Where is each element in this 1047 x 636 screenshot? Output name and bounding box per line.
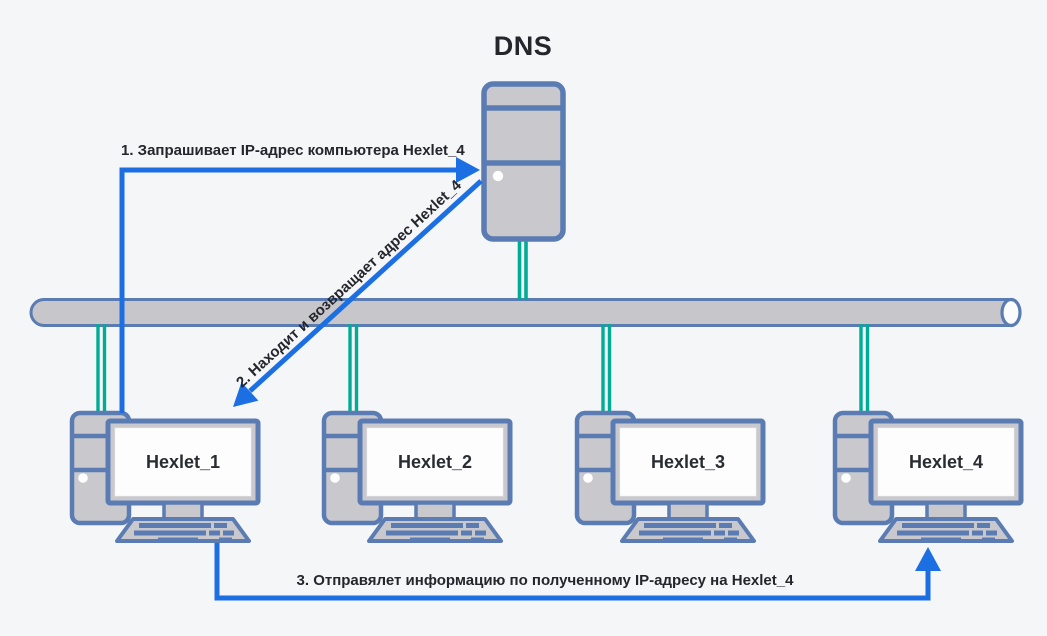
arrowhead-right-icon [456, 157, 480, 183]
arrowhead-down-left-icon [233, 382, 259, 407]
power-led-icon [841, 473, 851, 483]
arrow-step-3 [214, 543, 941, 601]
computer-label-hexlet-3: Hexlet_3 [650, 452, 726, 472]
keyboard-icon [878, 517, 1014, 543]
bus-pipe-body [29, 298, 1013, 327]
computer-hexlet-3 [574, 324, 766, 543]
keyboard-icon [367, 517, 503, 543]
cable [348, 324, 359, 414]
keyboard-icon [620, 517, 756, 543]
monitor-icon [868, 418, 1024, 506]
arrow-step-2 [233, 179, 483, 407]
power-led-icon [492, 170, 504, 182]
cable [859, 324, 870, 414]
power-led-icon [78, 473, 88, 483]
computer-label-hexlet-4: Hexlet_4 [908, 452, 984, 472]
dns-server-icon [481, 81, 566, 242]
computer-hexlet-1 [69, 324, 261, 543]
computer-hexlet-2 [321, 324, 513, 543]
computer-label-hexlet-2: Hexlet_2 [397, 452, 473, 472]
network-bus-pipe [29, 297, 1022, 328]
step-3-label: 3. Отправялет информацию по полученному … [296, 572, 794, 589]
arrow-step-1 [119, 157, 480, 413]
dns-server-title: DNS [493, 31, 553, 61]
computer-label-hexlet-1: Hexlet_1 [145, 452, 221, 472]
cable [601, 324, 612, 414]
monitor-icon [610, 418, 766, 506]
computer-hexlet-4 [832, 324, 1024, 543]
step-1-label: 1. Запрашивает IP-адрес компьютера Hexle… [121, 142, 465, 159]
bus-pipe-open-end [1000, 297, 1022, 328]
arrowhead-up-icon [915, 547, 941, 571]
dns-cable [517, 239, 528, 300]
monitor-icon [357, 418, 513, 506]
power-led-icon [583, 473, 593, 483]
cable [96, 324, 107, 414]
keyboard-icon [115, 517, 251, 543]
power-led-icon [330, 473, 340, 483]
monitor-icon [105, 418, 261, 506]
